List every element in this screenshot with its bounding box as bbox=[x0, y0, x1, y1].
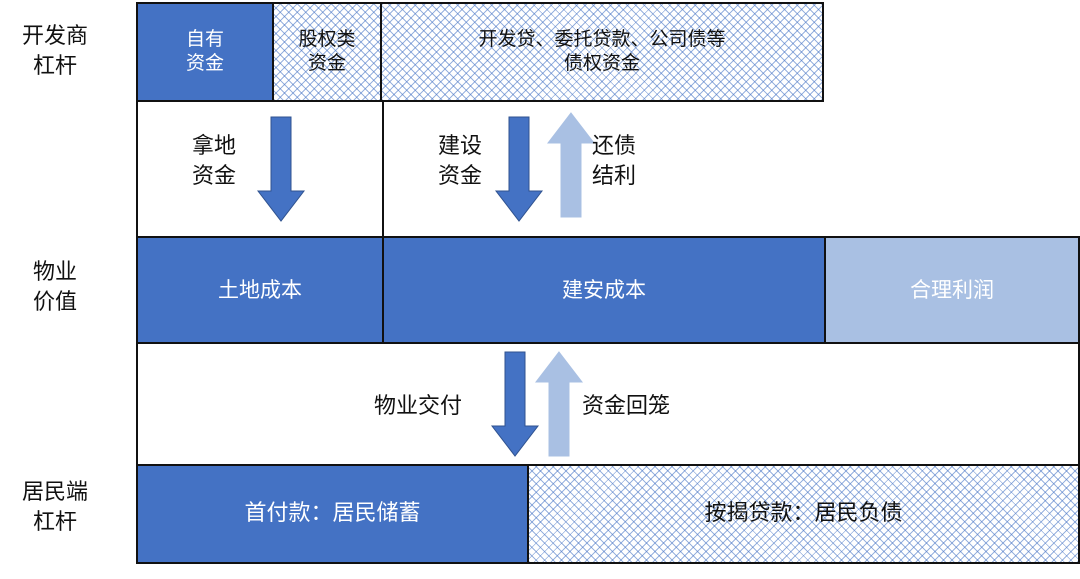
construction-cost-box: 建安成本 bbox=[382, 236, 826, 344]
land-funds-label: 拿地 资金 bbox=[192, 132, 236, 191]
build-funds-line2: 资金 bbox=[438, 163, 483, 189]
own-funds-line2: 资金 bbox=[185, 52, 224, 74]
delivery-text: 物业交付 bbox=[374, 394, 463, 419]
debt-funds-line1: 开发贷、委托贷款、公司债等 bbox=[478, 28, 726, 51]
build-funds-label: 建设 资金 bbox=[438, 132, 482, 191]
row-label-developer: 开发商 杠杆 bbox=[0, 22, 110, 81]
row-label-developer-line1: 开发商 bbox=[21, 24, 88, 49]
row-label-property-line1: 物业 bbox=[32, 260, 77, 285]
debt-funds-box: 开发贷、委托贷款、公司债等 债权资金 bbox=[380, 2, 824, 102]
debt-funds-line2: 债权资金 bbox=[563, 52, 640, 74]
land-cost-box: 土地成本 bbox=[136, 236, 384, 344]
equity-funds-line2: 资金 bbox=[307, 52, 346, 74]
row-label-resident: 居民端 杠杆 bbox=[0, 478, 110, 537]
bottom-flow-frame bbox=[136, 342, 1080, 466]
mortgage-label: 按揭贷款：居民负债 bbox=[704, 501, 903, 527]
profit-box: 合理利润 bbox=[824, 236, 1080, 344]
land-funds-line1: 拿地 bbox=[192, 134, 237, 159]
row-label-property-line2: 价值 bbox=[32, 289, 77, 315]
repay-line2: 结利 bbox=[592, 163, 637, 189]
profit-label: 合理利润 bbox=[910, 277, 994, 302]
land-funds-arrow-icon bbox=[256, 116, 306, 222]
own-funds-box: 自有 资金 bbox=[136, 2, 274, 102]
down-payment-label: 首付款：居民储蓄 bbox=[244, 501, 421, 527]
down-payment-box: 首付款：居民储蓄 bbox=[136, 464, 529, 564]
delivery-arrow-icon bbox=[490, 351, 540, 457]
repay-line1: 还债 bbox=[592, 134, 637, 159]
mortgage-box: 按揭贷款：居民负债 bbox=[527, 464, 1080, 564]
construction-cost-label: 建安成本 bbox=[562, 277, 646, 302]
equity-funds-box: 股权类 资金 bbox=[272, 2, 382, 102]
payback-label: 资金回笼 bbox=[582, 392, 670, 422]
row-label-resident-line2: 杠杆 bbox=[32, 509, 77, 535]
repay-label: 还债 结利 bbox=[592, 132, 636, 191]
row-label-resident-line1: 居民端 bbox=[21, 480, 88, 505]
payback-arrow-icon bbox=[534, 351, 584, 457]
own-funds-line1: 自有 bbox=[185, 28, 224, 51]
payback-text: 资金回笼 bbox=[582, 394, 671, 419]
land-funds-line2: 资金 bbox=[192, 163, 237, 189]
land-cost-label: 土地成本 bbox=[218, 277, 302, 302]
row-label-developer-line2: 杠杆 bbox=[32, 53, 77, 79]
build-funds-arrow-icon bbox=[494, 116, 544, 222]
delivery-label: 物业交付 bbox=[374, 392, 462, 422]
equity-funds-line1: 股权类 bbox=[298, 28, 356, 51]
repay-arrow-icon bbox=[546, 112, 596, 218]
row-label-property: 物业 价值 bbox=[0, 258, 110, 317]
build-funds-line1: 建设 bbox=[438, 134, 483, 159]
